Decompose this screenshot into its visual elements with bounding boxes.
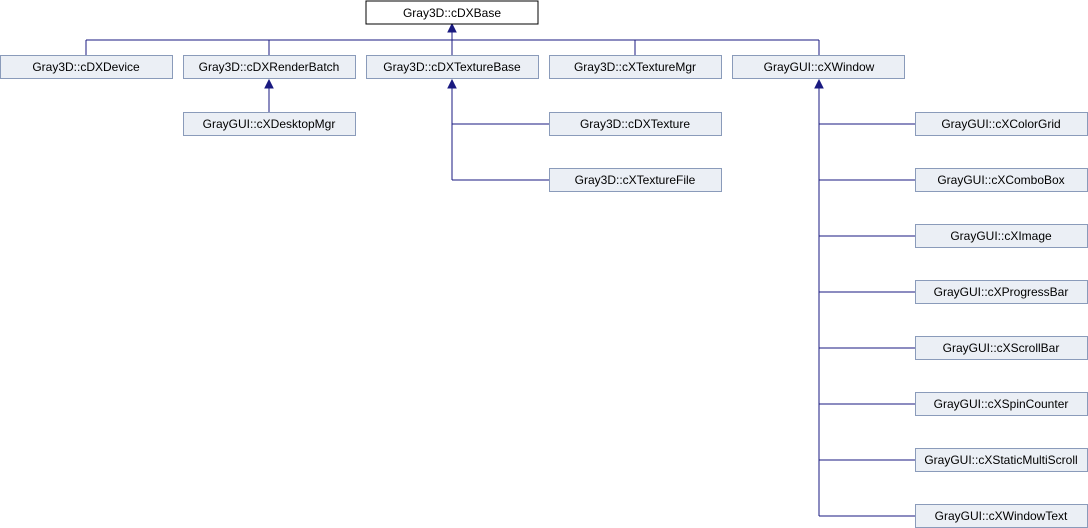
class-node-cxcombobox[interactable]: GrayGUI::cXComboBox [915,168,1088,192]
arrowhead-cdxbase [447,22,457,33]
class-node-cxwindowtext[interactable]: GrayGUI::cXWindowText [915,504,1088,528]
class-label: Gray3D::cXTextureMgr [574,60,696,74]
class-label: GrayGUI::cXProgressBar [934,285,1069,299]
class-node-cdxrenderbatch[interactable]: Gray3D::cDXRenderBatch [183,55,356,79]
class-label: GrayGUI::cXStaticMultiScroll [924,453,1077,467]
class-node-cdxtexture[interactable]: Gray3D::cDXTexture [549,112,722,136]
class-node-cdxdevice[interactable]: Gray3D::cDXDevice [0,55,173,79]
class-label: GrayGUI::cXSpinCounter [934,397,1069,411]
class-node-cxcolorgrid[interactable]: GrayGUI::cXColorGrid [915,112,1088,136]
class-node-cxspincounter[interactable]: GrayGUI::cXSpinCounter [915,392,1088,416]
arrowhead-cdxtexturebase [447,78,457,89]
class-label: GrayGUI::cXImage [950,229,1052,243]
class-node-cxprogressbar[interactable]: GrayGUI::cXProgressBar [915,280,1088,304]
class-label: GrayGUI::cXWindowText [935,509,1068,523]
class-label: Gray3D::cDXTexture [580,117,690,131]
class-label: Gray3D::cDXBase [403,6,501,20]
class-label: GrayGUI::cXDesktopMgr [203,117,336,131]
class-node-cxdesktopmgr[interactable]: GrayGUI::cXDesktopMgr [183,112,356,136]
class-label: Gray3D::cXTextureFile [575,173,696,187]
class-node-cxtexturefile[interactable]: Gray3D::cXTextureFile [549,168,722,192]
class-node-cxwindow[interactable]: GrayGUI::cXWindow [732,55,905,79]
class-label: GrayGUI::cXComboBox [937,173,1064,187]
inheritance-edges [85,22,915,517]
class-label: Gray3D::cDXTextureBase [383,60,521,74]
arrowhead-cdxrenderbatch [264,78,274,89]
class-node-cdxtexturebase[interactable]: Gray3D::cDXTextureBase [366,55,539,79]
class-node-cdxbase[interactable]: Gray3D::cDXBase [365,0,539,25]
arrowhead-cxwindow [814,78,824,89]
class-node-cxscrollbar[interactable]: GrayGUI::cXScrollBar [915,336,1088,360]
class-node-cxtexturemgr[interactable]: Gray3D::cXTextureMgr [549,55,722,79]
class-label: GrayGUI::cXColorGrid [941,117,1060,131]
class-node-cximage[interactable]: GrayGUI::cXImage [915,224,1088,248]
class-label: Gray3D::cDXDevice [32,60,140,74]
class-node-cxstaticmultiscroll[interactable]: GrayGUI::cXStaticMultiScroll [915,448,1088,472]
class-label: GrayGUI::cXScrollBar [943,341,1060,355]
class-label: GrayGUI::cXWindow [764,60,875,74]
class-label: Gray3D::cDXRenderBatch [199,60,340,74]
